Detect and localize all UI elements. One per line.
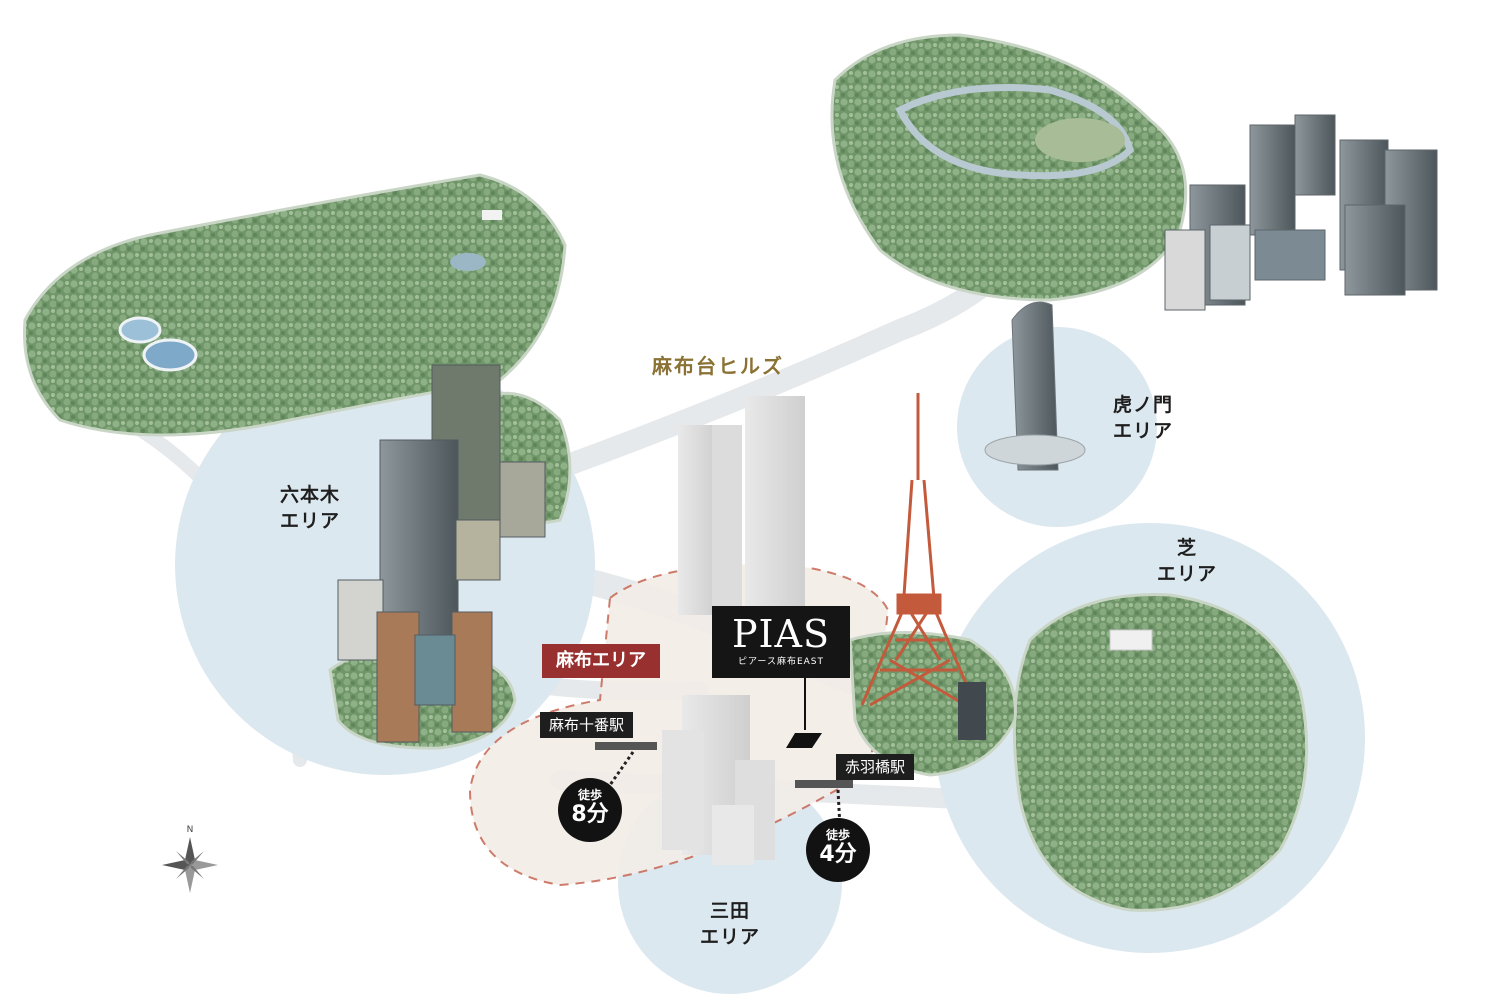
walk-badge-azabu-juban: 徒歩 8分 (558, 778, 622, 842)
compass-north-label: N (187, 825, 194, 835)
tokyo-tower (860, 393, 977, 707)
station-akabanebashi: 赤羽橋駅 (836, 754, 915, 780)
roppongi-buildings (337, 364, 546, 743)
toranomon-area-label: 虎ノ門 エリア (1112, 394, 1173, 442)
pias-site-marker (786, 733, 822, 748)
azabudai-hills-label: 麻布台ヒルズ (652, 354, 784, 378)
azabu-area-tag: 麻布エリア (542, 644, 660, 678)
toranomon-buildings (1164, 114, 1438, 311)
walk-badge-akabanebashi: 徒歩 4分 (806, 818, 870, 882)
pias-subtitle: ピアース麻布EAST (737, 657, 825, 667)
compass-rose-icon: N (162, 825, 218, 893)
tower-annex (958, 682, 986, 740)
azabudai-hills-towers (662, 396, 805, 865)
pias-logo-panel: PIAS ピアース麻布EAST (712, 606, 850, 678)
mita-area-label: 三田 エリア (699, 900, 760, 948)
shiba-area-label: 芝 エリア (1156, 537, 1217, 585)
pias-logo: PIAS (731, 612, 831, 656)
roppongi-area-label: 六本木 エリア (279, 484, 340, 532)
park-details (118, 84, 1153, 651)
station-azabu-juban: 麻布十番駅 (540, 712, 634, 738)
